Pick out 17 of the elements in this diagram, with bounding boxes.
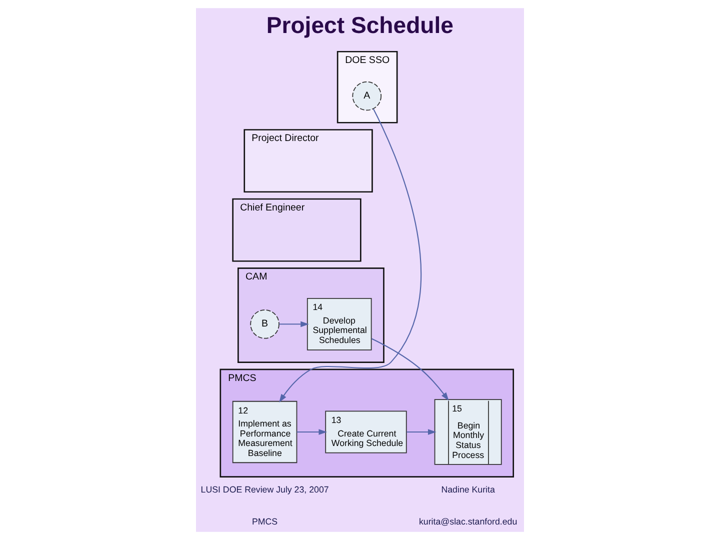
node-box: 12 Implement as Performance Measurement Baseline: [232, 400, 298, 464]
node-circle: A: [352, 81, 382, 111]
label: Nadine Kurita: [441, 484, 495, 494]
node-box: Chief Engineer: [232, 198, 362, 262]
diagram-title: Project Schedule: [266, 12, 454, 38]
arrow: [296, 429, 328, 435]
node-box: Project Director: [244, 129, 373, 193]
arrow: [279, 321, 309, 328]
label: LUSI DOE Review July 23, 2007: [200, 484, 329, 494]
arrow: [406, 429, 436, 435]
label: PMCS: [252, 516, 278, 526]
node-box: 14 Develop Supplemental Schedules: [306, 298, 372, 350]
arrow: [279, 108, 422, 402]
node-box: 13 Create Current Working Schedule: [325, 410, 407, 454]
node-circle: B: [250, 310, 280, 339]
label: kurita@slac.stanford.edu: [419, 516, 518, 526]
arrow: [371, 338, 449, 401]
